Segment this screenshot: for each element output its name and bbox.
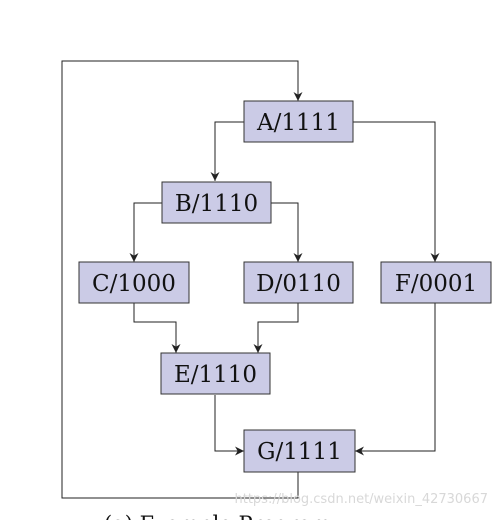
- figure-caption: (a) Example Program: [104, 512, 331, 520]
- node-d-label: D/0110: [256, 271, 341, 297]
- edge-b-to-c: [129, 202, 162, 262]
- node-c-label: C/1000: [92, 271, 176, 297]
- node-b: B/1110: [161, 181, 272, 224]
- node-b-label: B/1110: [175, 191, 258, 217]
- node-c: C/1000: [78, 261, 190, 304]
- node-g-label: G/1111: [257, 439, 342, 465]
- edge-g-to-a: [61, 60, 303, 499]
- watermark-text: https://blog.csdn.net/weixin_42730667: [234, 492, 488, 507]
- edge-d-to-e: [253, 303, 299, 353]
- node-a-label: A/1111: [256, 110, 340, 136]
- node-a: A/1111: [243, 100, 354, 143]
- edge-a-to-f: [353, 121, 440, 262]
- node-f: F/0001: [380, 261, 492, 304]
- edge-a-to-b: [210, 121, 244, 181]
- edge-f-to-g: [355, 303, 436, 456]
- edge-c-to-e: [133, 303, 181, 353]
- node-e-label: E/1110: [174, 362, 257, 388]
- node-f-label: F/0001: [395, 271, 477, 297]
- edge-e-to-g: [214, 395, 244, 456]
- node-g: G/1111: [243, 429, 356, 473]
- node-e: E/1110: [160, 352, 271, 395]
- edge-b-to-d: [271, 202, 303, 262]
- node-d: D/0110: [243, 261, 354, 304]
